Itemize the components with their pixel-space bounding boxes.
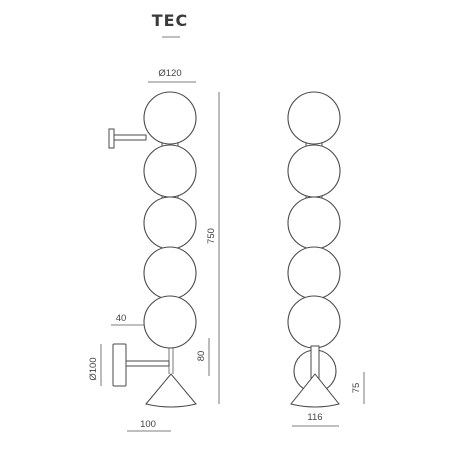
wall-bracket-lower (112, 343, 127, 387)
glass-globe (143, 196, 197, 250)
glass-globe (287, 246, 341, 300)
glass-globe (287, 295, 341, 349)
glass-globe (287, 144, 341, 198)
floor-lamp-dimensions: 116 75 (292, 372, 365, 427)
dim-floor-base-height: 75 (351, 383, 362, 394)
dim-globe-diameter: Ø120 (158, 68, 181, 79)
product-title: TEC (152, 11, 189, 30)
glass-globe (143, 295, 197, 349)
dim-floor-width: 116 (307, 412, 322, 423)
glass-globe (287, 196, 341, 250)
wall-arm-top (111, 134, 147, 141)
cone-shade (290, 373, 340, 408)
dim-arm-offset: 40 (116, 313, 127, 324)
glass-globe (143, 144, 197, 198)
cone-shade (145, 373, 197, 408)
glass-globe (287, 91, 341, 145)
dim-wall-width: 100 (140, 419, 156, 430)
dim-total-height: 750 (206, 228, 217, 244)
dim-base-to-globe: 80 (196, 351, 207, 362)
wall-plate-top (108, 128, 115, 149)
dim-base-diameter: Ø100 (88, 357, 99, 380)
wall-lamp-view (108, 91, 197, 408)
glass-globe (143, 91, 197, 145)
wall-arm-lower (125, 360, 170, 367)
floor-lamp-view (287, 91, 341, 408)
wall-lamp-dimensions: Ø120 750 40 Ø100 80 100 (88, 68, 220, 432)
glass-globe (143, 246, 197, 300)
